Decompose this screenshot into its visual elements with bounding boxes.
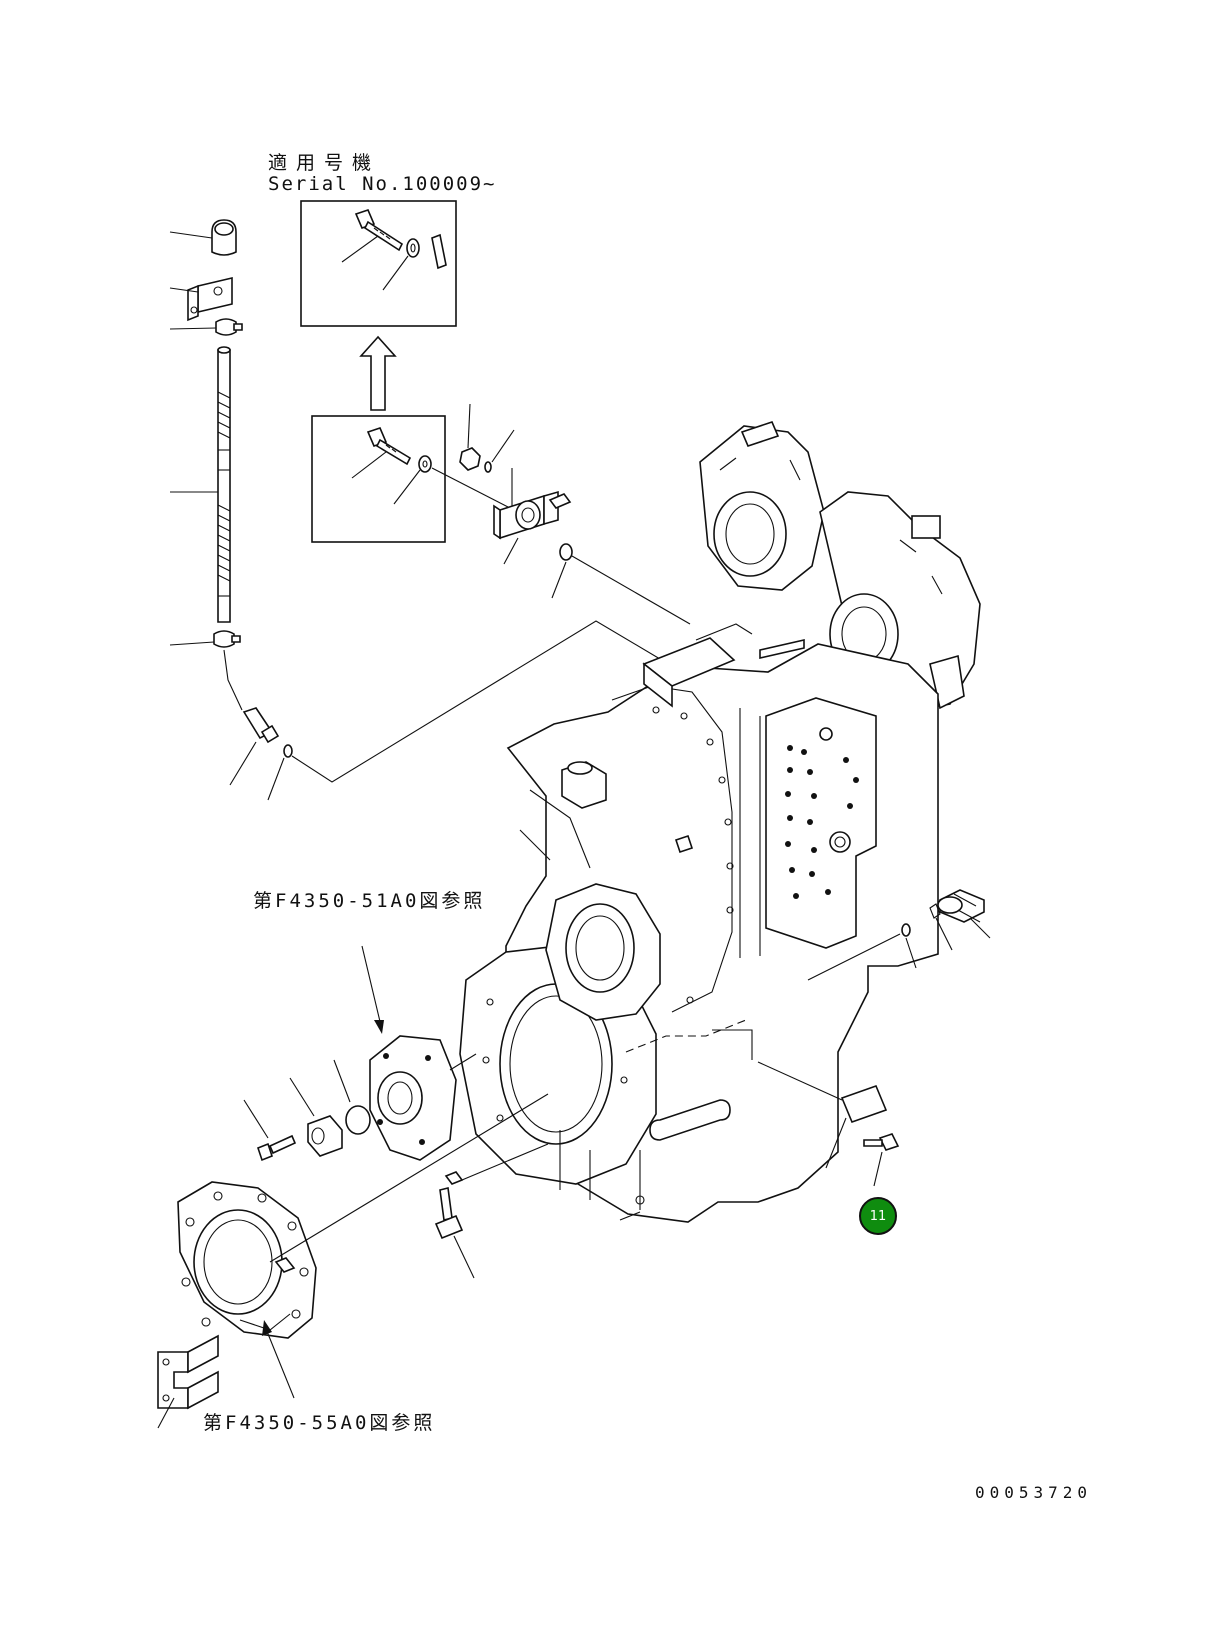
lower-cover-housing	[157, 1093, 549, 1429]
plug-and-rings	[807, 889, 991, 981]
part-callout-11[interactable]: 11	[859, 1197, 897, 1235]
left-shaft-assembly	[169, 219, 661, 801]
reference-label-55a0: 第F4350-55A0図参照	[203, 1412, 436, 1434]
reference-label-51a0: 第F4350-51A0図参照	[253, 890, 486, 912]
serial-number-label: Serial No.100009~	[268, 173, 497, 195]
serial-title-label: 適用号機	[268, 152, 381, 174]
inset-box-new-bolt	[300, 200, 457, 327]
transmission-case	[459, 421, 981, 1223]
inset-box-old-bolt	[311, 415, 511, 543]
drawing-number: 00053720	[975, 1483, 1093, 1502]
upward-arrow	[359, 335, 397, 411]
front-pump-parts	[243, 945, 549, 1279]
bracket-fitting-parts	[459, 403, 691, 625]
plate-and-bolt	[757, 1061, 900, 1187]
